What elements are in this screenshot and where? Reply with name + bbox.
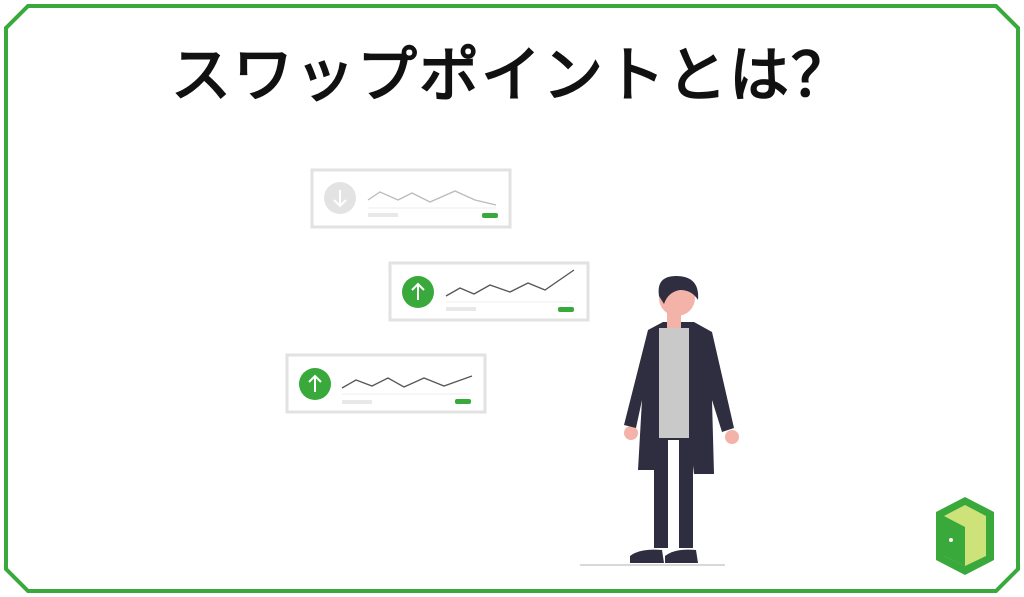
trend-card-up-1 [388, 261, 590, 322]
trend-line [341, 375, 473, 389]
page-title: スワップポイントとは？ [171, 41, 853, 111]
arrow-down-icon [324, 182, 356, 214]
arrow-up-icon [402, 276, 434, 308]
trend-line [445, 269, 575, 297]
door-logo-icon [936, 497, 994, 575]
person-figure [580, 276, 739, 566]
trend-card-up-2 [285, 353, 487, 414]
trend-line [367, 190, 497, 206]
arrow-up-icon [299, 368, 331, 400]
trend-card-down [310, 168, 512, 229]
